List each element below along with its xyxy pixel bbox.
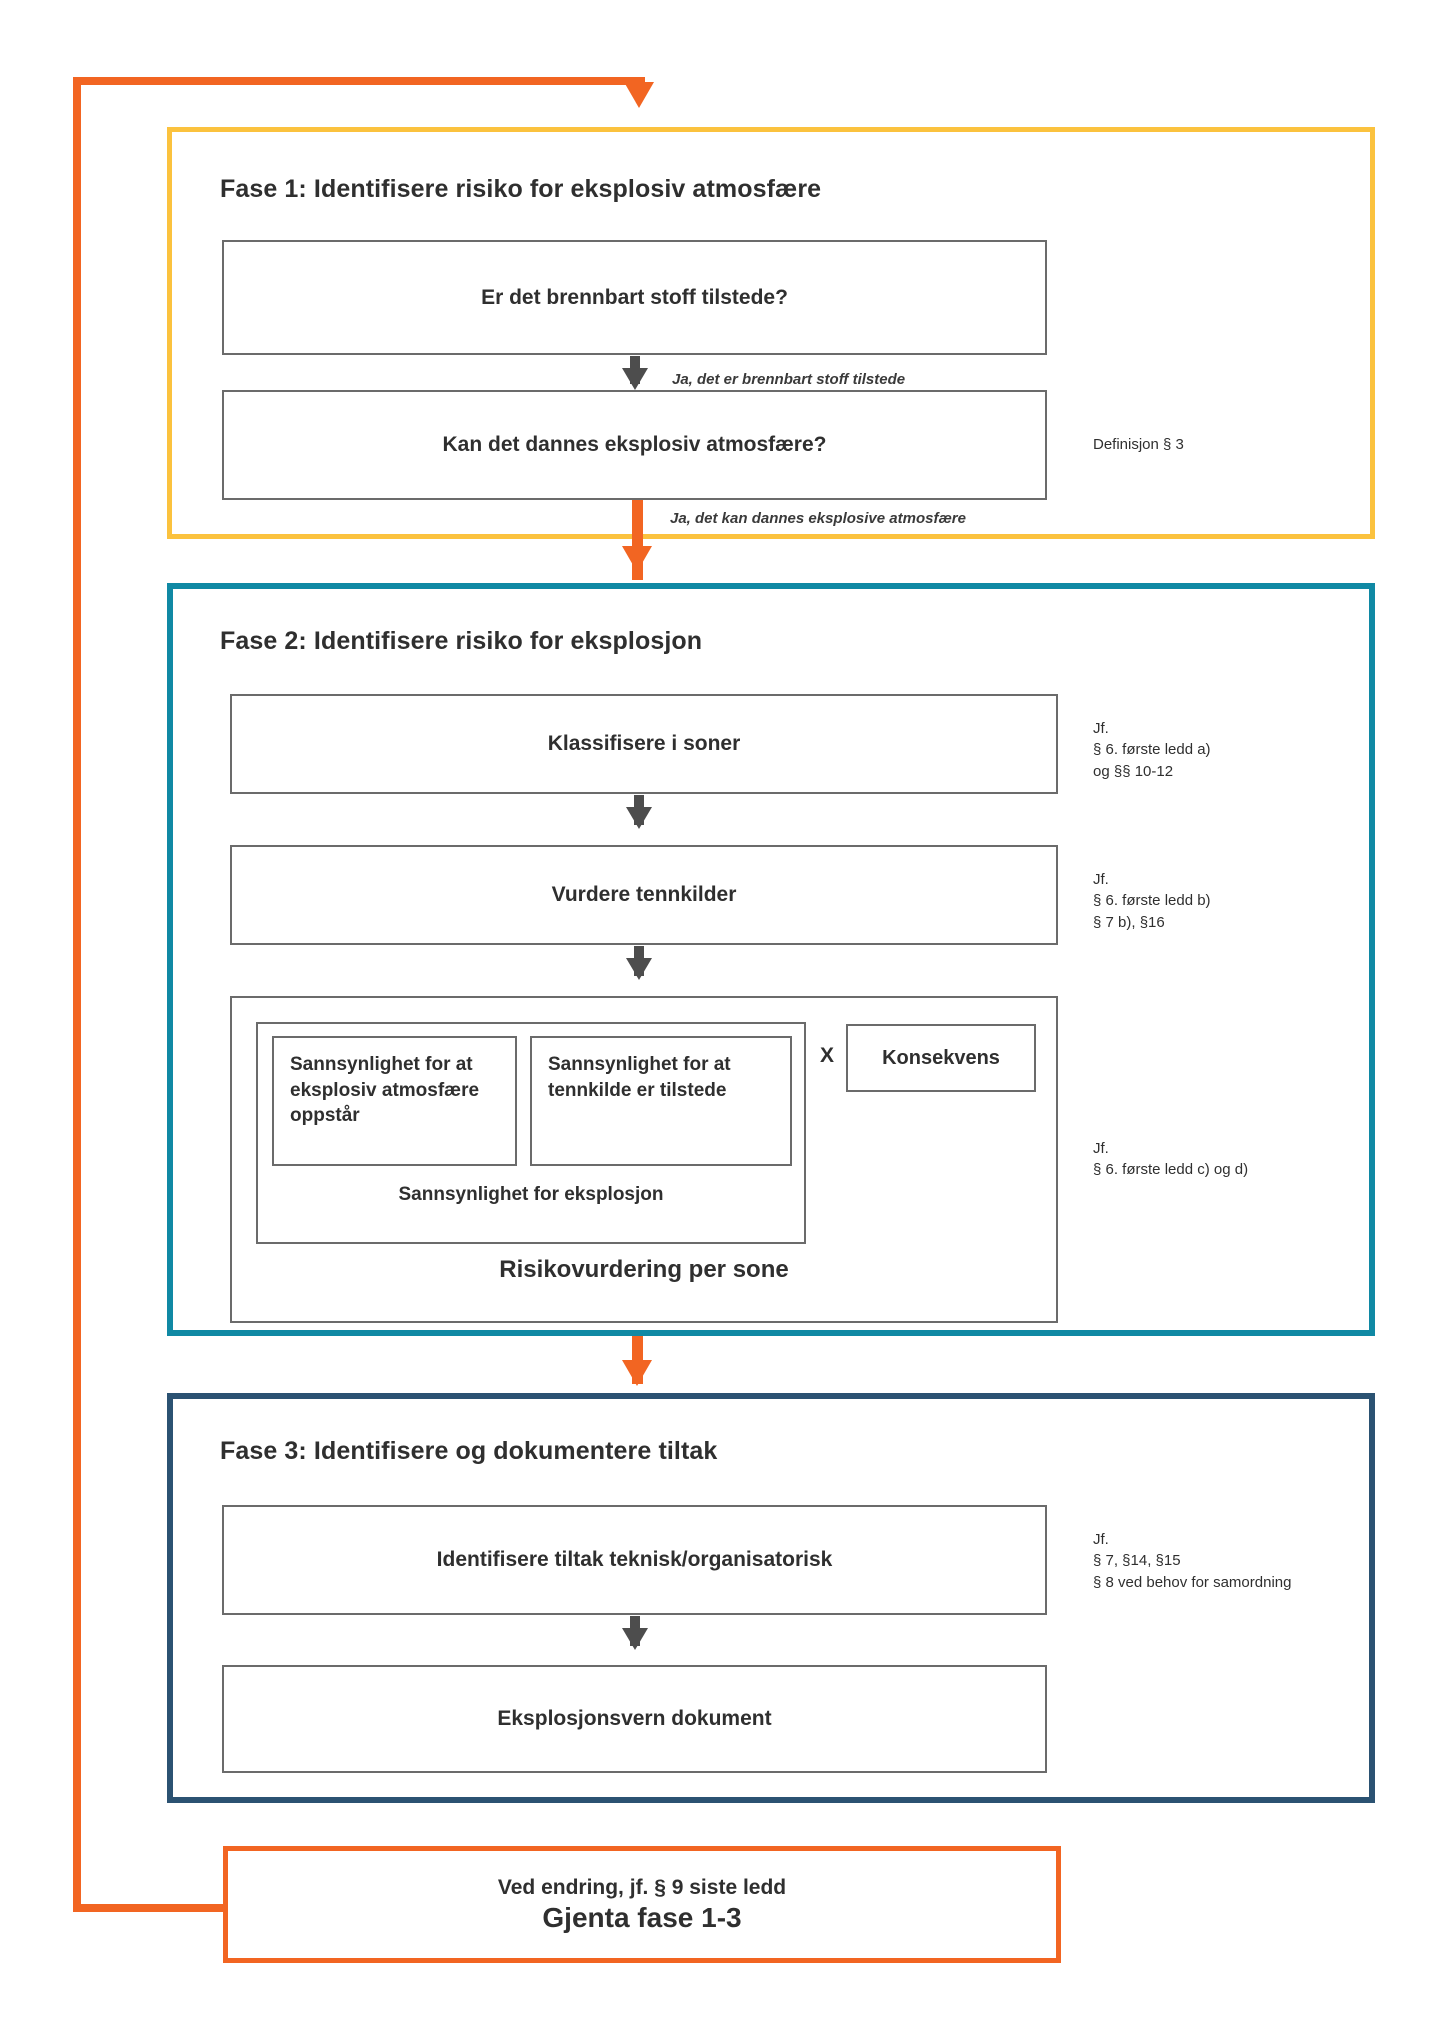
reference-identifisere-tiltak: Jf. § 7, §14, §15 § 8 ved behov for samo… [1093,1531,1292,1591]
box-eksplosjonsvern-dokument-label: Eksplosjonsvern dokument [497,1707,772,1730]
box-eksplosjonsvern-dokument[interactable]: Eksplosjonsvern dokument [222,1665,1047,1773]
cell-probability-ignition-label: Sannsynlighet for at tennkilde er tilste… [548,1054,731,1101]
box-klassifisere-soner-label: Klassifisere i soner [547,732,741,755]
arrow-head-p2-b-icon [626,958,652,980]
cell-probability-atmosphere[interactable]: Sannsynlighet for at eksplosiv atmosfære… [272,1036,517,1166]
arrow-label-brennbart: Ja, det er brennbart stoff tilstede [672,371,906,388]
box-eksplosiv-atmosfare[interactable]: Kan det dannes eksplosiv atmosfære? [222,390,1047,500]
box-klassifisere-soner[interactable]: Klassifisere i soner [230,694,1058,794]
box-gjenta-fase[interactable]: Ved endring, jf. § 9 siste ledd Gjenta f… [223,1846,1061,1963]
box-brennbart-stoff[interactable]: Er det brennbart stoff tilstede? [222,240,1047,355]
box-brennbart-stoff-label: Er det brennbart stoff tilstede? [481,285,788,309]
arrow-label-eksplosive-atmosfare: Ja, det kan dannes eksplosive atmosfære [670,510,966,527]
gjenta-title: Gjenta fase 1-3 [542,1901,742,1933]
cell-probability-atmosphere-label: Sannsynlighet for at eksplosiv atmosfære… [290,1054,480,1127]
arrow-head-p1-exit-icon [622,546,652,572]
box-vurdere-tennkilder-label: Vurdere tennkilder [551,883,737,906]
reference-definisjon: Definisjon § 3 [1093,436,1184,453]
caption-risk-per-zone: Risikovurdering per sone [499,1256,789,1283]
loopback-left-segment [73,77,81,1912]
arrow-head-p3-icon [622,1628,648,1650]
arrow-head-p1-icon [622,368,648,390]
phase-2-title: Fase 2: Identifisere risiko for eksplosj… [220,627,703,655]
loopback-arrowhead-icon [624,82,654,108]
box-eksplosiv-atmosfare-label: Kan det dannes eksplosiv atmosfære? [442,433,827,456]
reference-klassifisere-soner: Jf. § 6. første ledd a) og §§ 10-12 [1093,720,1211,780]
caption-probability-of-explosion: Sannsynlighet for eksplosjon [398,1184,664,1205]
multiply-symbol: X [820,1044,835,1067]
gjenta-subtitle: Ved endring, jf. § 9 siste ledd [497,1875,787,1899]
loopback-bottom-segment [73,1904,223,1912]
phase-1-title: Fase 1: Identifisere risiko for eksplosi… [220,175,822,203]
box-vurdere-tennkilder[interactable]: Vurdere tennkilder [230,845,1058,945]
reference-vurdere-tennkilder: Jf. § 6. første ledd b) § 7 b), §16 [1093,871,1211,931]
box-identifisere-tiltak-label: Identifisere tiltak teknisk/organisatori… [436,1548,833,1571]
loopback-top-segment [73,77,645,85]
box-identifisere-tiltak[interactable]: Identifisere tiltak teknisk/organisatori… [222,1505,1047,1615]
arrow-head-p2-exit-icon [622,1360,652,1386]
phase-3-title: Fase 3: Identifisere og dokumentere tilt… [220,1437,718,1465]
box-konsekvens-label: Konsekvens [882,1046,1000,1069]
arrow-shaft-p1-exit [632,500,643,580]
box-konsekvens[interactable]: Konsekvens [846,1024,1036,1092]
reference-risk-assessment: Jf. § 6. første ledd c) og d) [1093,1140,1249,1179]
cell-probability-ignition[interactable]: Sannsynlighet for at tennkilde er tilste… [530,1036,792,1166]
arrow-head-p2-a-icon [626,807,652,829]
